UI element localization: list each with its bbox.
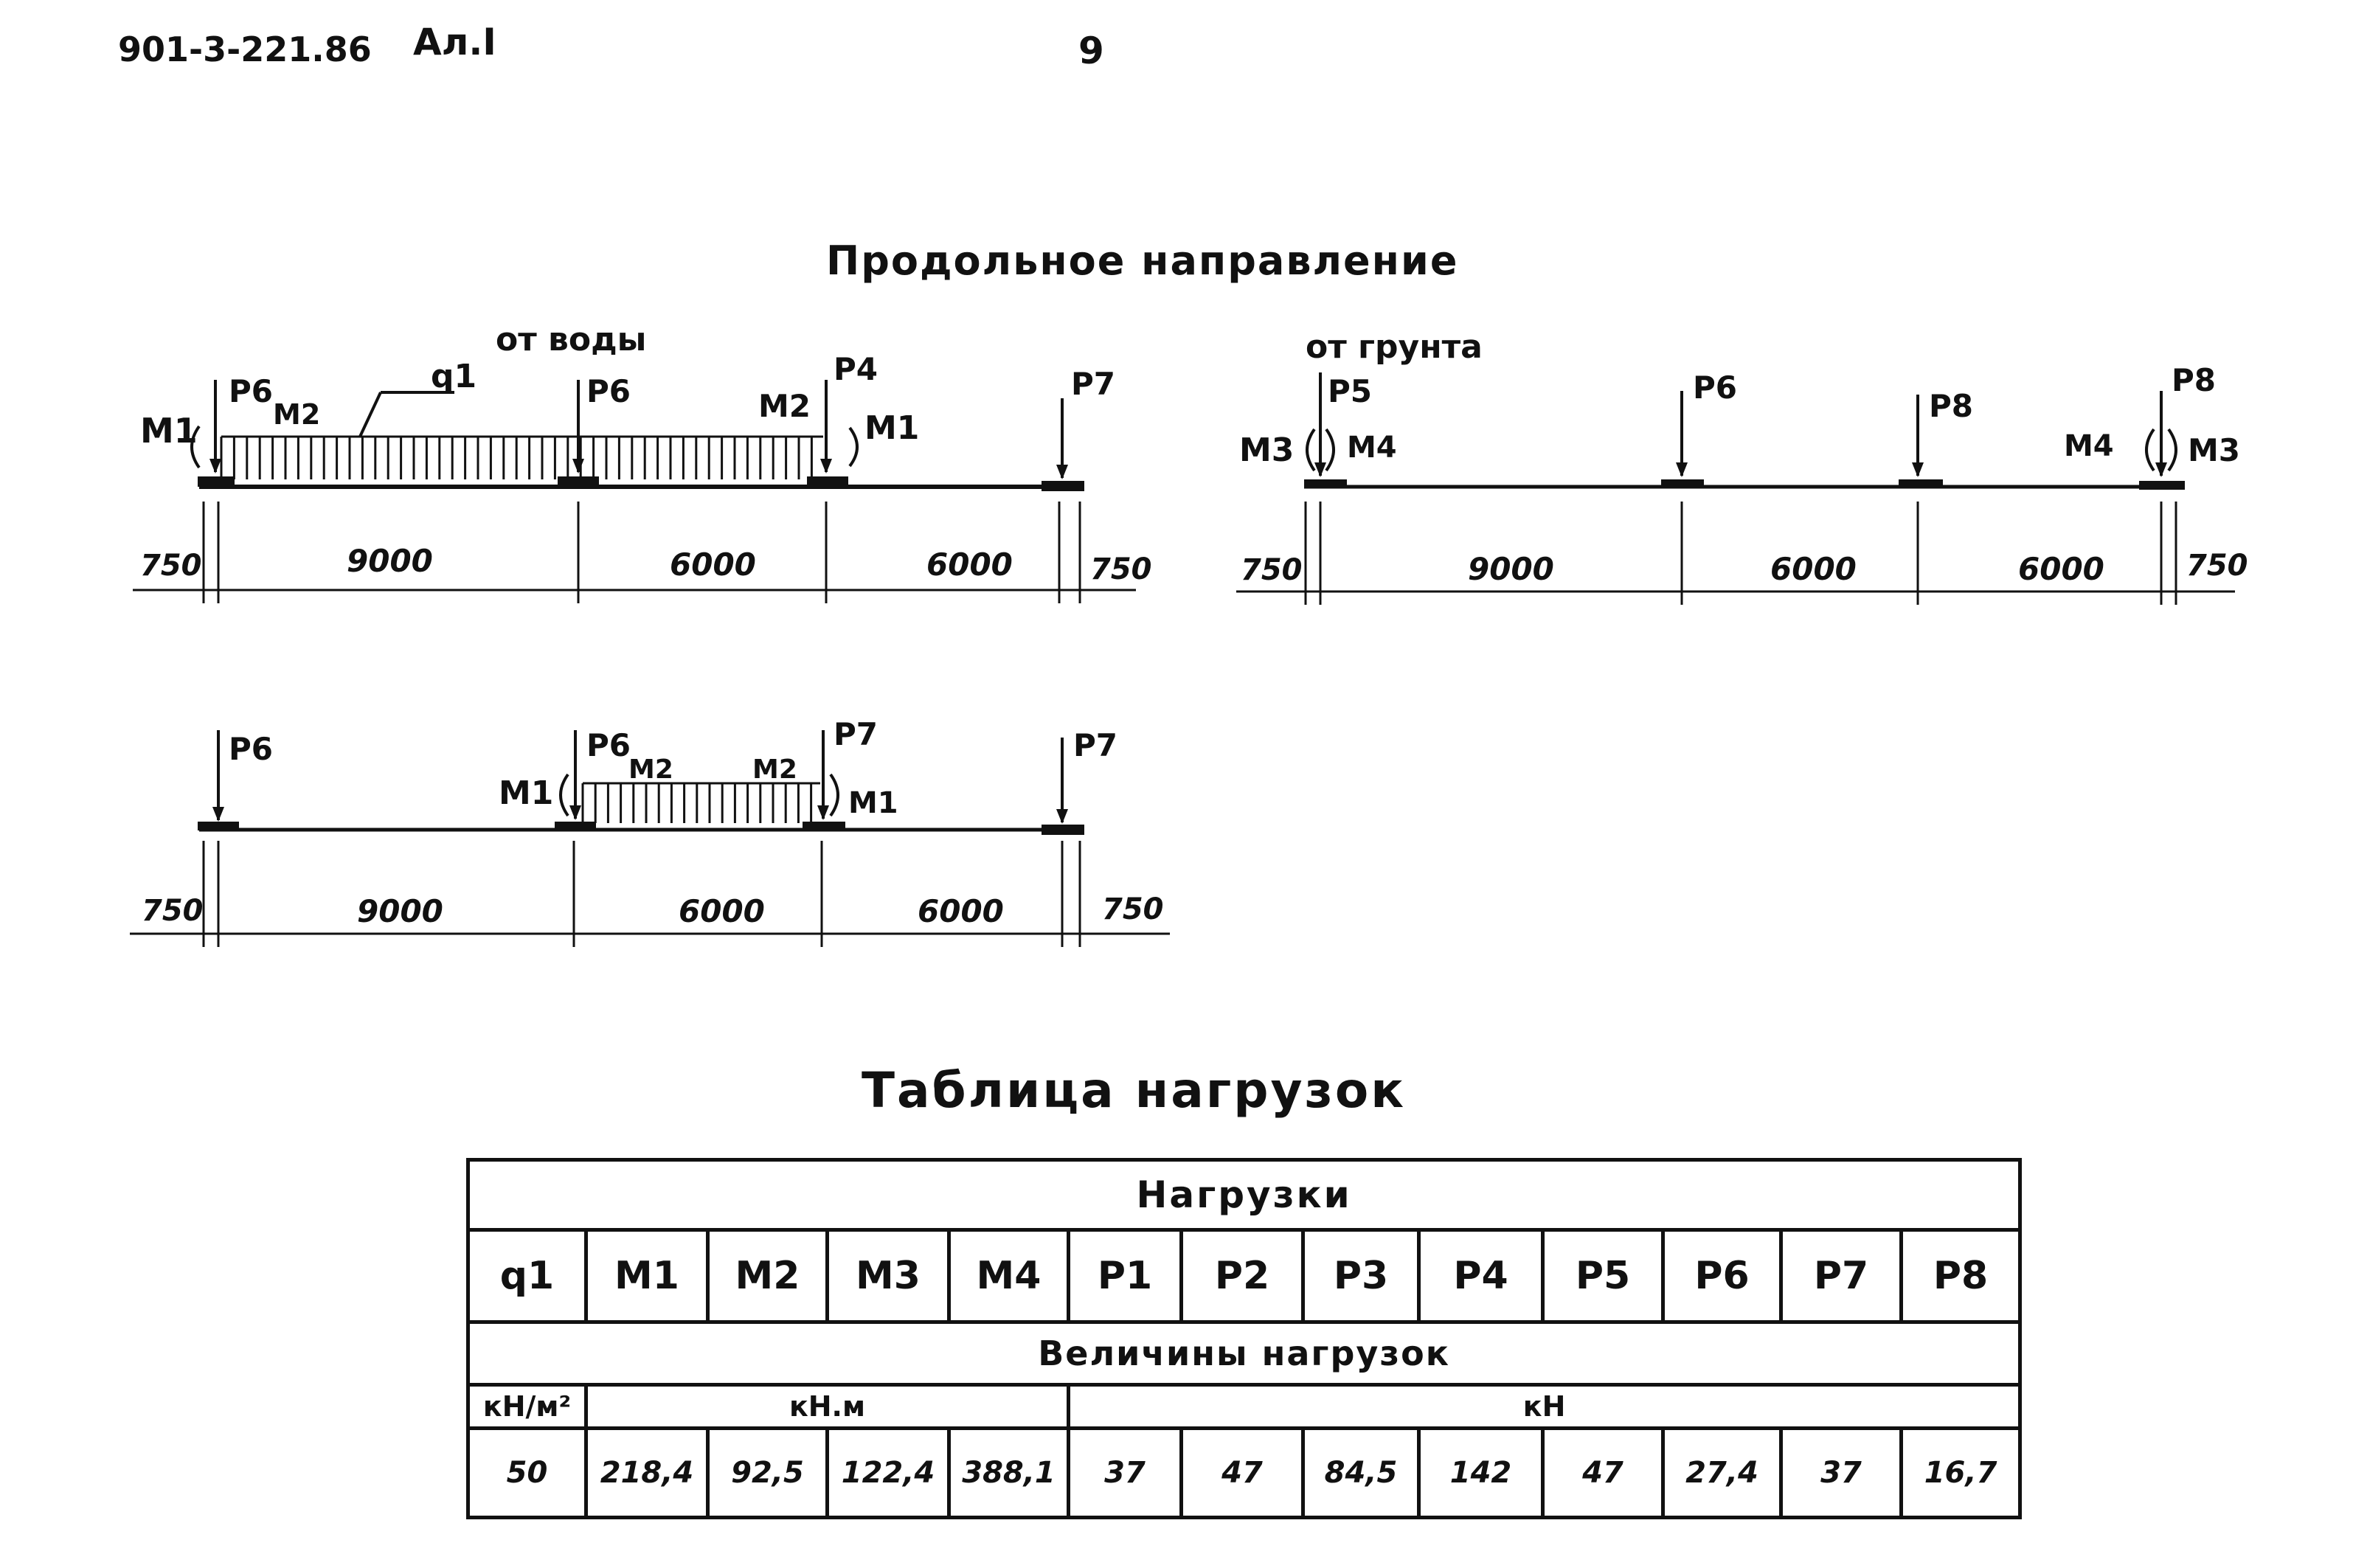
value-p7: 37 [1779, 1426, 1903, 1519]
value-q1: 50 [466, 1426, 588, 1519]
label-p7: P7 [1073, 727, 1117, 763]
page-number: 9 [1078, 30, 1104, 72]
header-loads: Нагрузки [465, 1158, 2023, 1232]
load-name-p1: P1 [1067, 1228, 1183, 1324]
unit-kn-m: кН.м [584, 1383, 1070, 1430]
support-pad [1042, 481, 1084, 491]
sheet-code: 901-3-221.86 [118, 30, 372, 69]
moment-m1-left [190, 425, 201, 469]
label-p6-left: P6 [229, 731, 273, 767]
label-p7-mid: P7 [834, 716, 878, 752]
distributed-load-q1 [220, 435, 823, 479]
dimension-ticks [1304, 502, 2177, 605]
distributed-load [581, 782, 820, 823]
value-m2: 92,5 [706, 1426, 829, 1519]
load-name-p2: P2 [1179, 1228, 1305, 1324]
load-diagrams: от воды M1 P6 M2 q1 P6 M2 P4 M1 P7 [130, 321, 2248, 947]
load-name-p7: P7 [1779, 1228, 1903, 1324]
value-p1: 37 [1067, 1426, 1183, 1519]
diagram-third: P6 M1 P6 M2 M2 P7 M1 P7 750 9000 6000 60… [130, 716, 1170, 947]
value-p8: 16,7 [1899, 1426, 2023, 1519]
caption-ground: от грунта [1306, 328, 1483, 366]
label-p6: P6 [586, 727, 631, 763]
label-p8-mid: P8 [1929, 388, 1973, 424]
dim-750-left: 750 [1241, 553, 1303, 587]
label-p6: P6 [229, 373, 273, 409]
label-q1: q1 [431, 358, 477, 395]
value-p3: 84,5 [1301, 1426, 1421, 1519]
label-m2-left: M2 [273, 398, 320, 431]
label-p6-mid: P6 [586, 373, 631, 409]
load-name-p6: P6 [1661, 1228, 1783, 1324]
unit-kn: кН [1066, 1383, 2023, 1430]
dim-750-right: 750 [1090, 552, 1152, 586]
support-pad [198, 476, 235, 487]
section-title: Продольное направление [826, 237, 1459, 284]
load-name-m3: M3 [825, 1228, 951, 1324]
load-name-p5: P5 [1541, 1228, 1665, 1324]
label-m2-right: M2 [758, 388, 811, 424]
diagram-ground: от грунта M3 P5 M4 P6 P8 P8 M4 M3 750 [1236, 328, 2248, 605]
dim-6000-a: 6000 [679, 893, 765, 929]
support-pad [807, 476, 848, 487]
dim-6000-b: 6000 [2018, 551, 2104, 587]
label-m1-right: M1 [864, 409, 919, 447]
dim-750-right: 750 [1102, 892, 1164, 926]
diagram-water: от воды M1 P6 M2 q1 P6 M2 P4 M1 P7 [133, 321, 1152, 603]
dimension-ticks [202, 841, 1081, 947]
label-m3-left: M3 [1239, 431, 1294, 469]
label-m4-left: M4 [1347, 431, 1397, 465]
dim-750-right: 750 [2186, 549, 2248, 583]
moment-m3-left [1306, 428, 1316, 472]
value-m3: 122,4 [825, 1426, 951, 1519]
header-values: Величины нагрузок [465, 1320, 2023, 1387]
moment-m1-left [559, 773, 569, 817]
table-title: Таблица нагрузок [862, 1062, 1407, 1119]
dim-750-left: 750 [142, 894, 204, 928]
dim-6000-b: 6000 [918, 893, 1004, 929]
moment-m4-right [2145, 428, 2155, 472]
sheet-number: Ал.I [413, 21, 496, 63]
load-name-q1: q1 [466, 1228, 588, 1324]
load-name-m4: M4 [947, 1228, 1070, 1324]
value-p2: 47 [1179, 1426, 1305, 1519]
dim-750-left: 750 [140, 549, 202, 583]
moment-m1-right [848, 426, 859, 468]
label-m4-right: M4 [2064, 429, 2114, 463]
load-name-m1: M1 [584, 1228, 710, 1324]
load-name-p8: P8 [1899, 1228, 2023, 1324]
dim-6000-a: 6000 [1770, 551, 1857, 587]
unit-kn-m2: кН/м² [466, 1383, 588, 1430]
load-name-p4: P4 [1417, 1228, 1545, 1324]
caption-water: от воды [496, 321, 646, 358]
dim-9000: 9000 [357, 893, 443, 929]
value-m1: 218,4 [584, 1426, 710, 1519]
dimension-ticks [202, 502, 1081, 603]
dim-6000-a: 6000 [670, 547, 756, 583]
dim-6000-b: 6000 [926, 547, 1013, 583]
label-p6: P6 [1693, 370, 1737, 406]
label-m2-left: M2 [628, 754, 673, 785]
label-m1-right: M1 [848, 786, 898, 820]
value-p6: 27,4 [1661, 1426, 1783, 1519]
label-m1-left: M1 [499, 774, 553, 812]
label-p4: P4 [834, 351, 878, 387]
moment-m3-right [2167, 428, 2177, 472]
load-name-p3: P3 [1301, 1228, 1421, 1324]
label-p7: P7 [1071, 366, 1115, 402]
value-p4: 142 [1417, 1426, 1545, 1519]
label-p8: P8 [2172, 362, 2216, 398]
value-p5: 47 [1541, 1426, 1665, 1519]
dim-9000: 9000 [347, 543, 433, 579]
label-m3-right: M3 [2188, 432, 2240, 468]
label-m2-right: M2 [752, 754, 797, 785]
label-p5: P5 [1328, 373, 1372, 409]
load-name-m2: M2 [706, 1228, 829, 1324]
label-m1-left: M1 [140, 411, 198, 451]
value-m4: 388,1 [947, 1426, 1070, 1519]
loads-table: Нагрузки q1 M1 M2 M3 M4 P1 P2 P3 P4 P5 P… [465, 1158, 2023, 1519]
moment-m1-right [829, 773, 839, 817]
dim-9000: 9000 [1468, 551, 1554, 587]
moment-m4-left [1325, 428, 1335, 472]
